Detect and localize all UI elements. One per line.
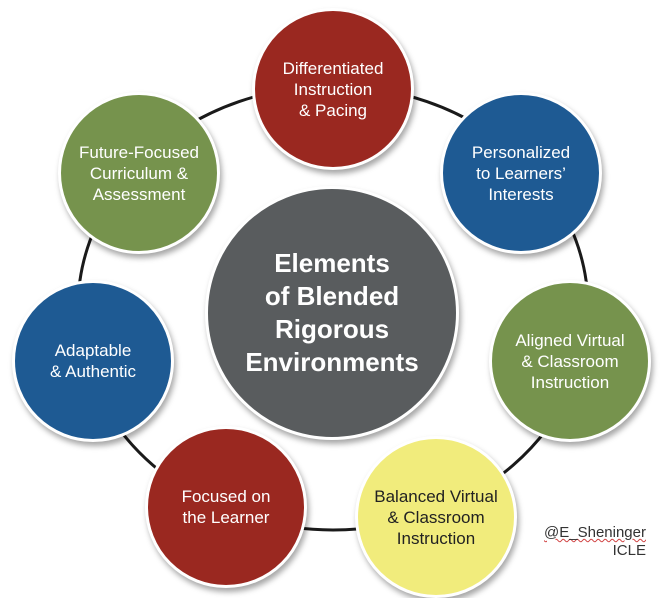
node-aligned-instruction: Aligned Virtual & Classroom Instruction	[489, 280, 651, 442]
author-credit: @E_Sheninger ICLE	[544, 524, 646, 560]
node-future-focused: Future-Focused Curriculum & Assessment	[58, 92, 220, 254]
center-label: Elements of Blended Rigorous Environment…	[245, 248, 419, 377]
node-label: Balanced Virtual & Classroom Instruction	[374, 486, 498, 548]
node-label: Future-Focused Curriculum & Assessment	[79, 142, 199, 204]
node-focused-learner: Focused on the Learner	[145, 426, 307, 588]
center-circle: Elements of Blended Rigorous Environment…	[205, 186, 459, 440]
node-label: Aligned Virtual & Classroom Instruction	[515, 330, 625, 392]
credit-handle: @E_Sheninger	[544, 524, 646, 541]
credit-org: ICLE	[612, 542, 646, 559]
node-adaptable-authentic: Adaptable & Authentic	[12, 280, 174, 442]
node-differentiated-instruction: Differentiated Instruction & Pacing	[252, 8, 414, 170]
node-label: Adaptable & Authentic	[49, 341, 136, 381]
node-label: Personalized to Learners’ Interests	[471, 142, 571, 204]
node-balanced-instruction: Balanced Virtual & Classroom Instruction	[355, 436, 517, 598]
node-label: Focused on the Learner	[181, 487, 271, 527]
node-label: Differentiated Instruction & Pacing	[282, 58, 384, 120]
node-personalized-interests: Personalized to Learners’ Interests	[440, 92, 602, 254]
